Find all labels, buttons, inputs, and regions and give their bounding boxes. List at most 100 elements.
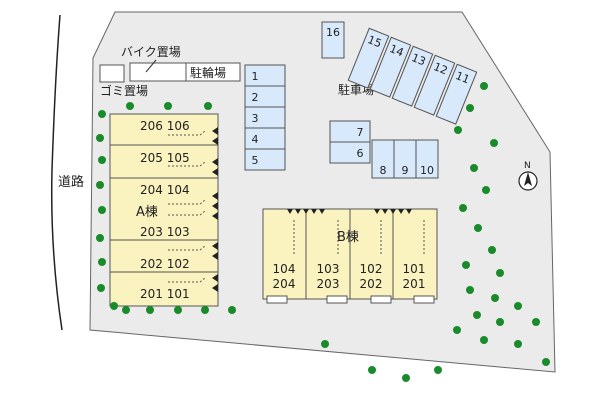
building-a-label: A棟 — [136, 205, 158, 220]
bike-leader — [145, 59, 157, 73]
tree-icon — [514, 340, 522, 348]
unit-label-b-lower: 204 — [273, 277, 296, 291]
tree-icon — [496, 318, 504, 326]
door-marker-icon — [212, 212, 218, 220]
door-marker-icon — [398, 209, 404, 214]
unit-label-b-lower: 202 — [360, 277, 383, 291]
tree-icon — [514, 302, 522, 310]
door-marker-icon — [212, 242, 218, 250]
unit-label-b-upper: 103 — [317, 262, 340, 276]
tree-icon — [98, 258, 106, 266]
door-marker-icon — [212, 192, 218, 200]
unit-label-a: 204 104 — [140, 183, 190, 197]
parking-space-9: 9 — [393, 139, 417, 179]
tree-icon — [491, 294, 499, 302]
road-label: 道路 — [58, 174, 84, 190]
unit-label-b-upper: 101 — [403, 262, 426, 276]
building-a-outline — [109, 113, 219, 307]
building-b-label: B棟 — [337, 230, 359, 245]
tree-icon — [96, 134, 104, 142]
tree-icon — [454, 126, 462, 134]
parking-space-4: 4 — [244, 127, 286, 150]
parking-space-8: 8 — [371, 139, 395, 179]
unit-label-a: 205 105 — [140, 151, 190, 165]
door-marker-icon — [287, 209, 293, 214]
parking-space-11: 11 — [435, 63, 478, 125]
compass-icon: N — [518, 161, 538, 191]
bike-label: バイク置場 — [121, 45, 181, 59]
parking-number: 9 — [402, 164, 409, 177]
parking-number: 11 — [454, 69, 472, 86]
unit-label-a: 201 101 — [140, 287, 190, 301]
parking-number: 2 — [252, 91, 259, 104]
tree-icon — [474, 224, 482, 232]
unit-label-a: 206 106 — [140, 119, 190, 133]
door-marker-icon — [319, 209, 325, 214]
tree-icon — [146, 306, 154, 314]
parking-number: 7 — [357, 126, 364, 139]
parking-space-13: 13 — [391, 45, 434, 107]
tree-icon — [402, 374, 410, 382]
tree-icon — [453, 326, 461, 334]
porch — [326, 295, 348, 304]
entrance-path — [168, 161, 206, 167]
parking-space-16: 16 — [321, 21, 345, 59]
entrance-path — [168, 130, 206, 136]
compass-letter: N — [524, 161, 531, 171]
unit-label-b-lower: 201 — [403, 277, 426, 291]
tree-icon — [434, 366, 442, 374]
entrance-path — [168, 277, 206, 283]
door-marker-icon — [212, 137, 218, 145]
tree-icon — [466, 286, 474, 294]
door-marker-icon — [374, 209, 380, 214]
tree-icon — [228, 306, 236, 314]
tree-icon — [110, 302, 118, 310]
parking-space-7: 7 — [329, 120, 371, 143]
parking-number: 8 — [380, 164, 387, 177]
tree-icon — [97, 284, 105, 292]
parking-number: 14 — [388, 42, 406, 59]
parking-number: 4 — [252, 133, 259, 146]
entrance-path — [168, 199, 206, 205]
parking-space-5: 5 — [244, 148, 286, 171]
tree-icon — [542, 358, 550, 366]
tree-icon — [96, 181, 104, 189]
parking-space-6: 6 — [329, 141, 371, 164]
tree-icon — [204, 102, 212, 110]
door-marker-icon — [212, 158, 218, 166]
parking-space-3: 3 — [244, 106, 286, 129]
tree-icon — [466, 104, 474, 112]
unit-label-b-lower: 203 — [317, 277, 340, 291]
entrance-path — [168, 245, 206, 251]
door-marker-icon — [295, 209, 301, 214]
tree-icon — [98, 156, 106, 164]
tree-icon — [459, 204, 467, 212]
unit-label-b-upper: 104 — [273, 262, 296, 276]
porch — [266, 295, 288, 304]
parking-number: 12 — [432, 60, 450, 77]
unit-label-b-upper: 102 — [360, 262, 383, 276]
door-marker-icon — [212, 202, 218, 210]
entrance-path — [168, 210, 206, 216]
door-marker-icon — [212, 274, 218, 282]
tree-icon — [98, 206, 106, 214]
door-marker-icon — [212, 284, 218, 292]
garbage-box — [99, 64, 125, 83]
door-marker-icon — [382, 209, 388, 214]
tree-icon — [496, 269, 504, 277]
parking-number: 5 — [252, 154, 259, 167]
tree-icon — [473, 311, 481, 319]
tree-icon — [462, 261, 470, 269]
porch — [370, 295, 392, 304]
bicycle-label: 駐輪場 — [190, 65, 226, 80]
parking-space-2: 2 — [244, 85, 286, 108]
door-marker-icon — [212, 252, 218, 260]
tree-icon — [96, 234, 104, 242]
parking-number: 16 — [326, 26, 340, 39]
tree-icon — [470, 164, 478, 172]
parking-number: 6 — [357, 147, 364, 160]
parking-space-1: 1 — [244, 64, 286, 87]
